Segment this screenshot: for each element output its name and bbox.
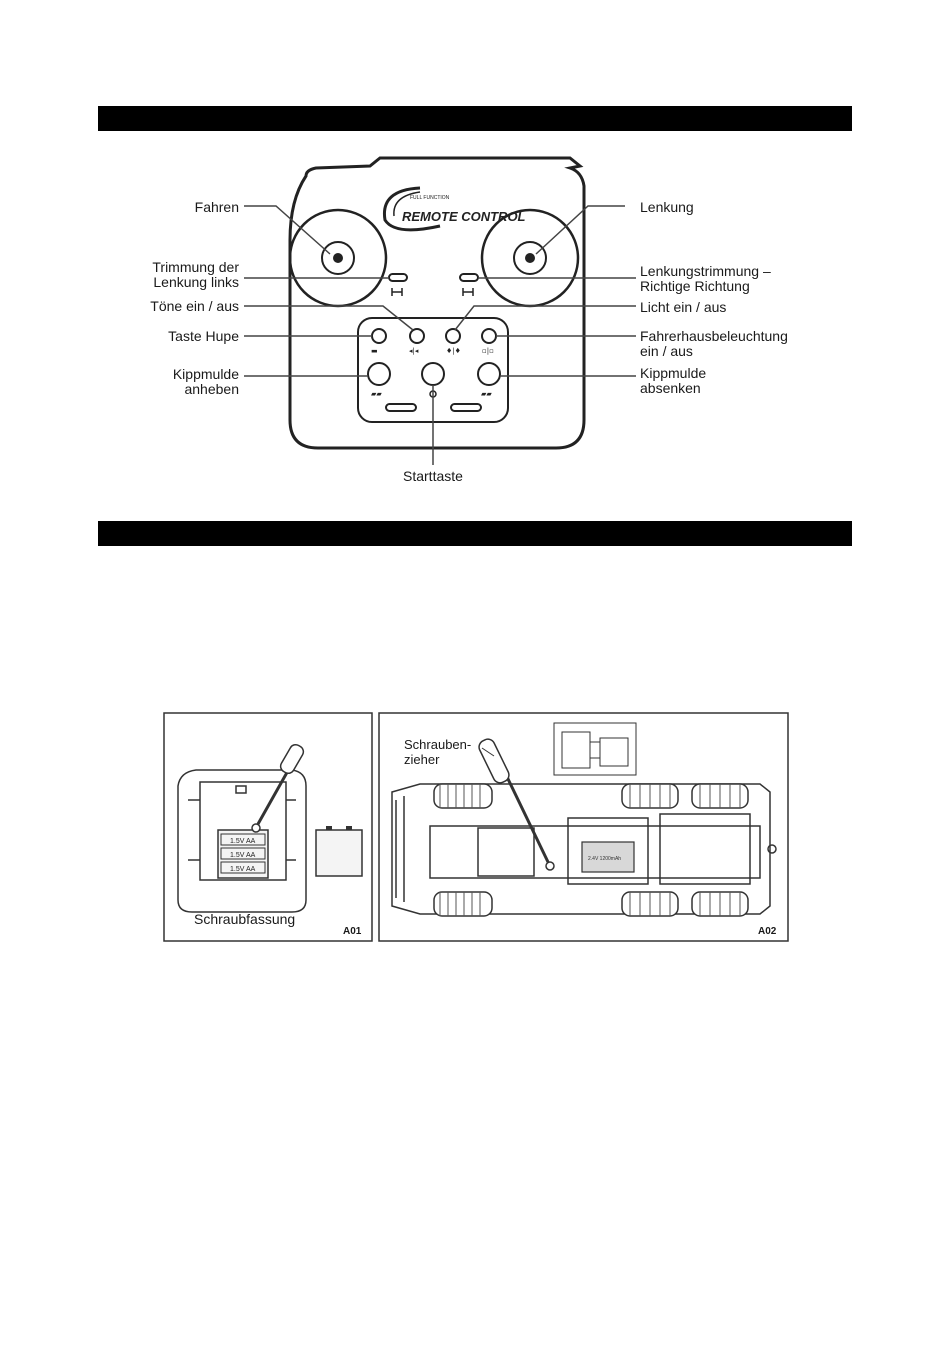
- trim-right-icon: [462, 288, 474, 296]
- label-raise: Kippmulde anheben: [172, 366, 239, 397]
- right-stick-cap: [513, 241, 547, 275]
- label-start: Starttaste: [403, 468, 463, 484]
- logo-main-text: REMOTE CONTROL: [402, 209, 526, 224]
- sound-button: [409, 328, 425, 344]
- truck-chassis-illustration: [391, 783, 777, 915]
- screwdriver-leader: [481, 747, 495, 757]
- logo-small-text: FULL FUNCTION: [410, 195, 450, 201]
- label-toene: Töne ein / aus: [150, 298, 239, 314]
- truck-raise-icon: ▰▰: [371, 390, 382, 398]
- raise-dump-button: [367, 362, 391, 386]
- section-header-bar-2: [98, 521, 852, 546]
- right-slot: [450, 403, 482, 412]
- circuit-inset: [553, 722, 637, 776]
- section-header-bar-1: [98, 106, 852, 131]
- battery-1-label: 1.5V AA: [230, 838, 256, 845]
- cover-tab-right: [346, 826, 352, 830]
- battery-cover: [315, 829, 363, 877]
- lower-dump-button: [477, 362, 501, 386]
- figure-a02-frame: [378, 712, 789, 942]
- a02-caption: Schrauben- zieher: [404, 737, 472, 767]
- battery-2-label: 1.5V AA: [230, 852, 256, 859]
- battery-3-label: 1.5V AA: [230, 866, 256, 873]
- label-trim-left: Trimmung der Lenkung links: [152, 259, 239, 290]
- truck-lower-icon: ▰▰: [481, 390, 492, 398]
- remote-back-illustration: [177, 769, 307, 913]
- left-stick-center-icon: [333, 253, 343, 263]
- sound-icon: ◂|◂: [409, 347, 419, 355]
- battery-1-icon: [220, 833, 266, 846]
- wheel-front-bottom: [433, 891, 493, 917]
- left-stick-cap: [321, 241, 355, 275]
- label-fahren: Fahren: [194, 199, 239, 215]
- screwdriver-icon: [251, 743, 305, 833]
- wheel-treads: [439, 784, 741, 916]
- label-hupe: Taste Hupe: [168, 328, 239, 344]
- label-licht: Licht ein / aus: [640, 299, 727, 315]
- remote-body-outline: [288, 156, 586, 450]
- light-icon: ♦|♦: [446, 347, 461, 355]
- battery-3-icon: [220, 861, 266, 874]
- left-slot: [385, 403, 417, 412]
- a02-tag: A02: [758, 926, 777, 937]
- horn-icon: ▬: [371, 347, 378, 355]
- label-cab-light: Fahrerhausbeleuchtung ein / aus: [640, 328, 788, 359]
- vehicle-battery-label: 2.4V 1200mAh: [588, 856, 621, 862]
- screwdriver-icon-a02: [478, 738, 555, 871]
- vehicle-battery-pack: [581, 841, 635, 873]
- battery-compartment: [217, 829, 269, 879]
- figure-a01-frame: [163, 712, 373, 942]
- light-button: [445, 328, 461, 344]
- trim-left-icon: [391, 288, 403, 296]
- a01-caption: Schraubfassung: [194, 911, 296, 927]
- wheel-front-top: [433, 783, 493, 809]
- right-stick-center-icon: [525, 253, 535, 263]
- battery-2-icon: [220, 847, 266, 860]
- label-trim-right: Lenkungstrimmung – Richtige Richtung: [640, 263, 771, 294]
- a01-tag: A01: [343, 926, 362, 937]
- label-lower: Kippmulde absenken: [640, 365, 707, 396]
- label-lenkung: Lenkung: [640, 199, 694, 215]
- cab-light-icon: ▫|▫: [482, 347, 494, 355]
- cover-tab-left: [326, 826, 332, 830]
- remote-control-logo-icon: [382, 186, 441, 232]
